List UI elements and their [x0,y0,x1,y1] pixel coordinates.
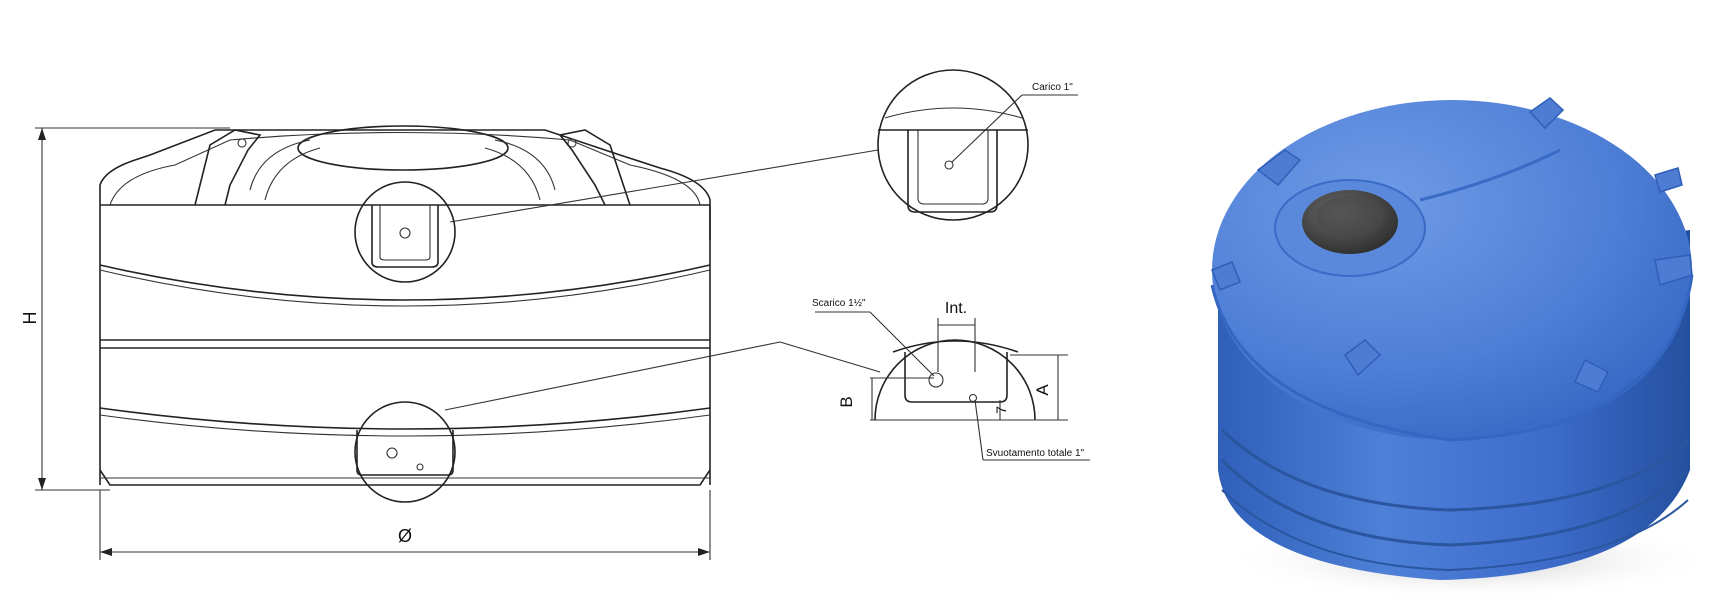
leader-line-top [449,149,879,223]
detail-bottom-outlet: Int. Scarico 1½" B 7 A Svuotamento total… [812,298,1090,461]
dimension-height: H [20,127,230,491]
drain-outlet-label: Scarico 1½" [812,298,866,309]
leader-line-bottom [444,341,781,411]
tank-3d-render [1195,0,1736,601]
total-drain-label: Svuotamento totale 1" [986,448,1085,459]
a-label: A [1033,384,1052,396]
height-label: H [20,312,40,325]
tank-front-view [99,125,711,503]
int-label: Int. [945,300,967,317]
b-label: B [837,396,856,407]
dimension-diameter: Ø [99,490,711,560]
top-inlet-label: Carico 1" [1032,82,1073,93]
diameter-label: Ø [398,526,412,546]
seven-label: 7 [993,406,1009,414]
detail-top-inlet: Carico 1" [877,69,1078,221]
